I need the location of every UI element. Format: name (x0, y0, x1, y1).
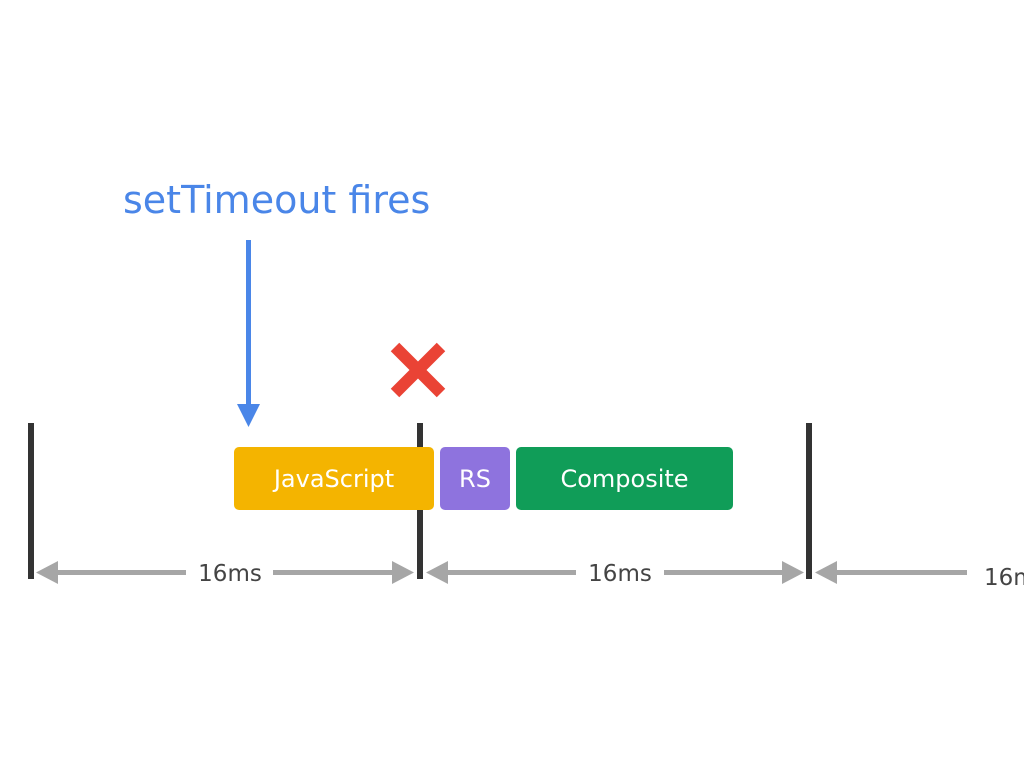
interval-label: 16ms (198, 561, 262, 587)
interval-arrow: 16ms (815, 561, 1024, 591)
task-label-composite: Composite (560, 465, 688, 493)
interval-arrow: 16ms (426, 561, 804, 587)
interval-label: 16ms (588, 561, 652, 587)
interval-label: 16ms (984, 565, 1024, 591)
frame-boundary (806, 423, 812, 579)
frame-boundary (28, 423, 34, 579)
task-block-composite: Composite (516, 447, 733, 510)
down-arrow-icon (237, 240, 260, 427)
task-label-rs: RS (459, 465, 491, 493)
task-block-javascript: JavaScript (234, 447, 434, 510)
trigger-label: setTimeout fires (123, 178, 430, 222)
interval-arrow: 16ms (36, 561, 414, 587)
red-cross-icon (390, 342, 446, 398)
task-label-javascript: JavaScript (272, 465, 394, 493)
task-block-rs: RS (440, 447, 510, 510)
